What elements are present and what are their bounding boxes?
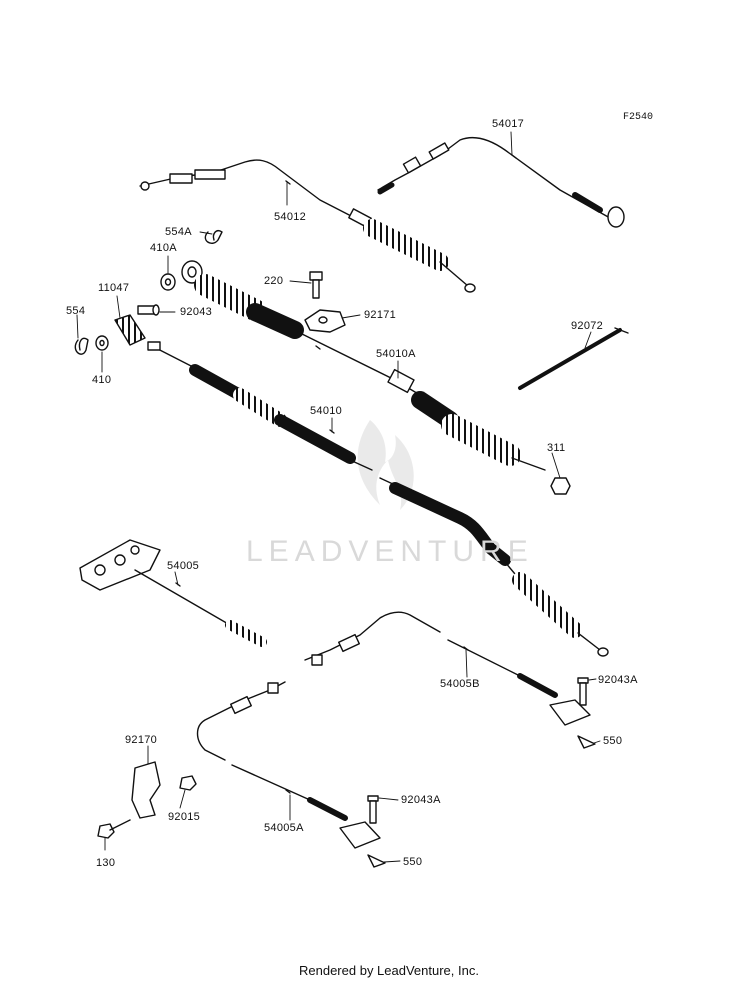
cable-54005B bbox=[304, 611, 591, 726]
part-label-554[interactable]: 554 bbox=[66, 305, 86, 317]
bracket-92170 bbox=[131, 761, 161, 819]
cable-tie-92072 bbox=[518, 328, 622, 390]
bracket-92171 bbox=[304, 309, 346, 333]
part-label-54005B[interactable]: 54005B bbox=[440, 678, 480, 690]
cable-54012 bbox=[139, 159, 476, 293]
part-label-220[interactable]: 220 bbox=[264, 275, 284, 287]
bolt-220 bbox=[309, 271, 323, 299]
part-label-11047[interactable]: 11047 bbox=[98, 282, 130, 294]
pin-92043A-upper bbox=[577, 677, 589, 706]
clip-554 bbox=[74, 337, 89, 355]
part-label-92043[interactable]: 92043 bbox=[180, 306, 213, 318]
part-label-311[interactable]: 311 bbox=[547, 442, 566, 454]
part-label-54005A[interactable]: 54005A bbox=[264, 822, 304, 834]
part-label-92043A-lower[interactable]: 92043A bbox=[401, 794, 441, 806]
pin-92043 bbox=[137, 304, 160, 316]
part-label-554A[interactable]: 554A bbox=[165, 226, 192, 238]
cable-54010 bbox=[147, 341, 609, 657]
bolt-130 bbox=[97, 819, 131, 839]
part-label-54010A[interactable]: 54010A bbox=[376, 348, 416, 360]
leader-lines bbox=[76, 131, 601, 863]
nut-92015 bbox=[179, 775, 197, 791]
cable-54017 bbox=[377, 137, 625, 228]
washer-410A bbox=[160, 273, 176, 291]
part-label-54017[interactable]: 54017 bbox=[492, 118, 525, 130]
diagram-code: F2540 bbox=[623, 112, 654, 123]
part-label-550-upper[interactable]: 550 bbox=[603, 735, 623, 747]
part-label-92015[interactable]: 92015 bbox=[168, 811, 201, 823]
block-11047 bbox=[114, 314, 146, 346]
part-label-550-lower[interactable]: 550 bbox=[403, 856, 423, 868]
watermark-text: LEADVENTURE bbox=[246, 535, 534, 568]
part-label-410A[interactable]: 410A bbox=[150, 242, 177, 254]
part-label-130[interactable]: 130 bbox=[96, 857, 116, 869]
part-label-92170[interactable]: 92170 bbox=[125, 734, 158, 746]
part-label-92072[interactable]: 92072 bbox=[571, 320, 604, 332]
cable-54010A bbox=[181, 260, 571, 495]
cable-54005A bbox=[196, 681, 381, 849]
pin-92043A-lower bbox=[367, 795, 379, 824]
part-label-54010[interactable]: 54010 bbox=[310, 405, 343, 417]
footer-credit: Rendered by LeadVenture, Inc. bbox=[299, 963, 479, 978]
clip-550-lower bbox=[367, 854, 386, 868]
clip-554A bbox=[204, 230, 223, 244]
part-label-92043A-upper[interactable]: 92043A bbox=[598, 674, 638, 686]
part-label-410[interactable]: 410 bbox=[92, 374, 112, 386]
clip-550-upper bbox=[577, 735, 596, 749]
washer-410 bbox=[95, 335, 109, 351]
part-label-54005[interactable]: 54005 bbox=[167, 560, 200, 572]
cable-54005 bbox=[79, 539, 267, 647]
part-label-54012[interactable]: 54012 bbox=[274, 211, 307, 223]
part-label-92171[interactable]: 92171 bbox=[364, 309, 397, 321]
